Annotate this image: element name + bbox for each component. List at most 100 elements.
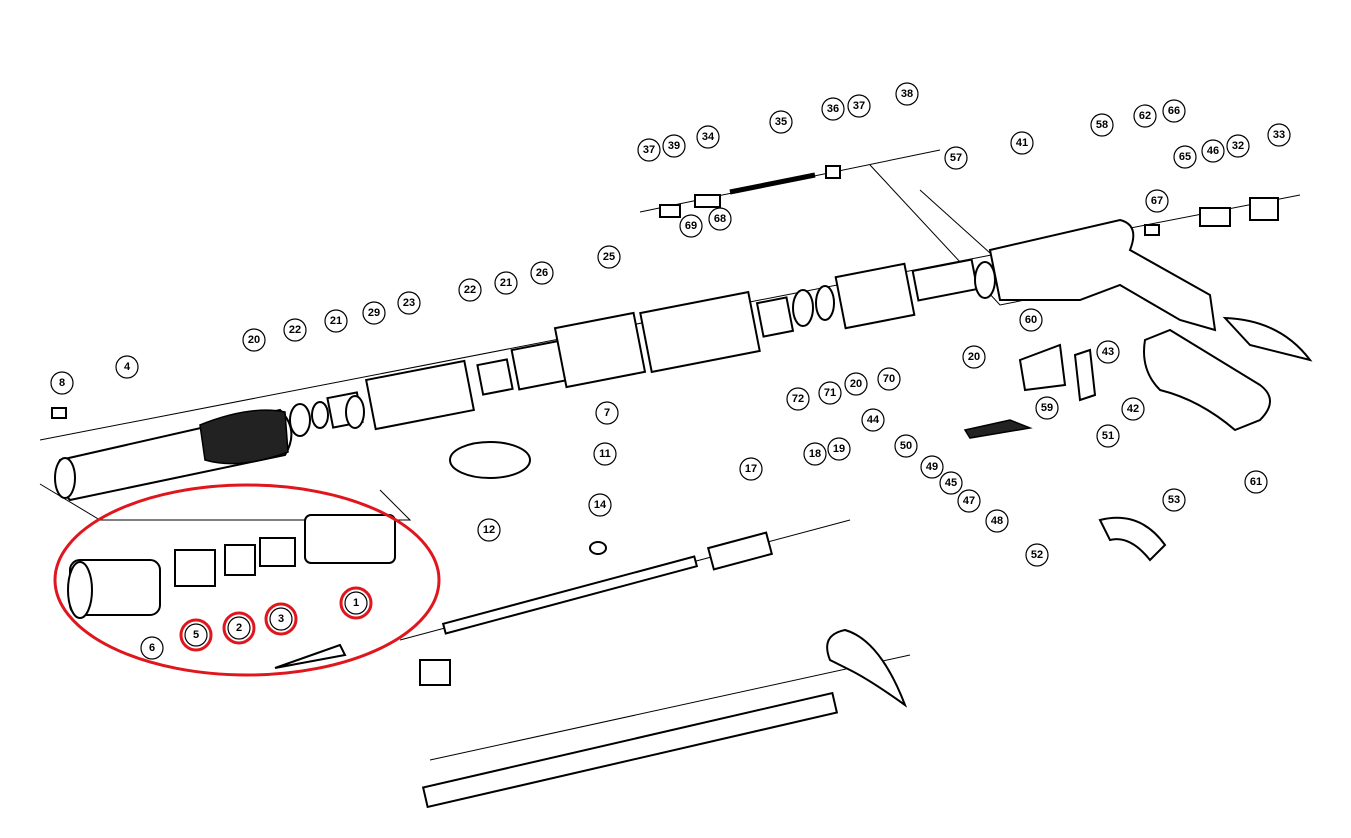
highlight-circle [264, 602, 298, 636]
callout-circle [140, 636, 164, 660]
callout-label: 70 [877, 367, 901, 391]
callout-label: 14 [588, 493, 612, 517]
callout-label: 52 [1025, 543, 1049, 567]
callout-circle [597, 245, 621, 269]
callout-number: 37 [853, 100, 865, 112]
callout-circle [844, 372, 868, 396]
callout-circle [588, 493, 612, 517]
callout-circle [944, 146, 968, 170]
callout-number: 3 [278, 613, 284, 625]
callout-number: 46 [1207, 145, 1219, 157]
callout-circle [593, 442, 617, 466]
callout-number: 20 [248, 334, 260, 346]
callout-circle [920, 455, 944, 479]
callout-number: 36 [827, 103, 839, 115]
callout-circle [115, 355, 139, 379]
callout-circle [803, 442, 827, 466]
callout-label: 59 [1035, 396, 1059, 420]
callout-number: 42 [1127, 403, 1139, 415]
callout-label: 71 [818, 381, 842, 405]
rings-and-cylinders [289, 258, 996, 437]
callout-circle [1244, 470, 1268, 494]
callout-circle [477, 518, 501, 542]
callout-label: 39 [662, 134, 686, 158]
callout-number: 26 [536, 267, 548, 279]
callout-label: 22 [283, 318, 307, 342]
callout-label: 29 [362, 301, 386, 325]
callout-label: 43 [1096, 340, 1120, 364]
callout-number: 52 [1031, 549, 1043, 561]
callout-circle [1145, 189, 1169, 213]
callout-number: 47 [963, 495, 975, 507]
callout-number: 71 [824, 387, 836, 399]
callout-circle [50, 371, 74, 395]
callout-circle [397, 291, 421, 315]
callout-circle [1019, 308, 1043, 332]
callout-label: 51 [1096, 424, 1120, 448]
callout-number: 19 [833, 443, 845, 455]
callout-circle [1133, 104, 1157, 128]
callout-label: 44 [861, 408, 885, 432]
callout-number: 72 [792, 393, 804, 405]
callout-circle [227, 616, 251, 640]
callout-label: 17 [739, 457, 763, 481]
callout-label: 25 [597, 245, 621, 269]
callout-number: 67 [1151, 195, 1163, 207]
callout-circle [877, 367, 901, 391]
callout-number: 21 [500, 277, 512, 289]
callout-circle [895, 82, 919, 106]
callout-circle [1162, 99, 1186, 123]
callout-number: 32 [1232, 140, 1244, 152]
callout-circle [1096, 340, 1120, 364]
callout-circle [696, 125, 720, 149]
callout-label: 19 [827, 437, 851, 461]
callout-number: 66 [1168, 105, 1180, 117]
callout-circle [269, 607, 293, 631]
callout-label: 69 [679, 214, 703, 238]
callout-label: 65 [1173, 145, 1197, 169]
callout-label: 42 [1121, 397, 1145, 421]
callout-circle [861, 408, 885, 432]
callout-circle [1010, 131, 1034, 155]
callout-circle [1035, 396, 1059, 420]
callout-label: 21 [324, 309, 348, 333]
callout-circle [1226, 134, 1250, 158]
callout-circle [595, 401, 619, 425]
small-parts [51, 165, 1279, 419]
callout-label: 67 [1145, 189, 1169, 213]
callout-number: 34 [702, 131, 715, 143]
callout-circle [708, 207, 732, 231]
callout-label: 48 [985, 509, 1009, 533]
callout-circle [184, 623, 208, 647]
callout-number: 45 [945, 477, 957, 489]
receiver-and-grip [963, 218, 1313, 562]
callout-label: 18 [803, 442, 827, 466]
callout-label: 57 [944, 146, 968, 170]
callout-number: 58 [1096, 119, 1108, 131]
callout-number: 6 [149, 642, 155, 654]
spear-shaft [274, 441, 908, 809]
callout-circle [1201, 139, 1225, 163]
callout-circle [786, 387, 810, 411]
callout-number: 22 [464, 284, 476, 296]
callout-circle [847, 94, 871, 118]
callout-number: 18 [809, 448, 821, 460]
callout-circle [1162, 488, 1186, 512]
callout-number: 39 [668, 140, 680, 152]
callout-label: 41 [1010, 131, 1034, 155]
callout-number: 20 [968, 351, 980, 363]
callout-label: 8 [50, 371, 74, 395]
callout-circle [679, 214, 703, 238]
callout-number: 25 [603, 251, 615, 263]
callout-circle [1025, 543, 1049, 567]
callout-number: 59 [1041, 402, 1053, 414]
callout-circle [1121, 397, 1145, 421]
callout-label: 5 [179, 618, 213, 652]
callout-number: 57 [950, 152, 962, 164]
callout-number: 44 [867, 414, 880, 426]
callout-label: 37 [847, 94, 871, 118]
callout-number: 69 [685, 220, 697, 232]
callout-number: 23 [403, 297, 415, 309]
